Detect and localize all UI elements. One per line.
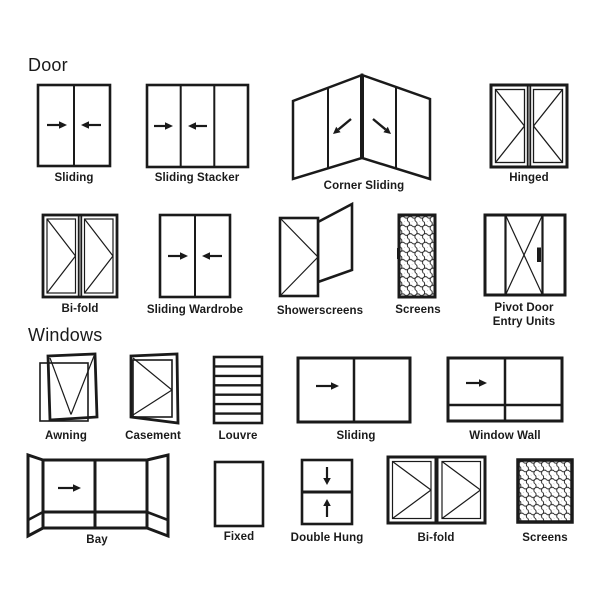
louvre-window-icon xyxy=(212,355,264,425)
arrow-down-left-icon xyxy=(333,126,341,134)
screen-door-icon xyxy=(397,213,437,299)
label-showerscreens: Showerscreens xyxy=(276,305,364,317)
awning-window-icon xyxy=(39,352,99,422)
arrow-right-icon xyxy=(331,382,339,390)
window-wall-icon xyxy=(446,356,564,423)
double-hung-window-icon xyxy=(300,458,354,526)
casement-window-icon xyxy=(129,352,180,425)
label-casement: Casement xyxy=(125,430,181,442)
windows-section-heading: Windows xyxy=(28,325,103,345)
pivot-door-icon xyxy=(483,213,567,297)
label-louvre: Louvre xyxy=(218,430,258,442)
arrow-right-icon xyxy=(73,484,81,492)
arrow-left-icon xyxy=(188,122,196,130)
label-screens-window: Screens xyxy=(522,532,568,544)
sliding-wardrobe-door-icon xyxy=(158,213,232,299)
arrow-up-icon xyxy=(323,499,331,506)
arrow-down-right-icon xyxy=(383,126,391,134)
door-handle xyxy=(397,248,401,259)
hinged-door-icon xyxy=(489,83,569,169)
arrow-right-icon xyxy=(165,122,173,130)
arrow-right-icon xyxy=(479,379,487,387)
label-corner-sliding: Corner Sliding xyxy=(323,180,405,192)
corner-sliding-door-icon xyxy=(291,73,432,181)
screen-window-icon xyxy=(516,458,574,524)
label-sliding-window: Sliding xyxy=(336,430,376,442)
label-window-wall: Window Wall xyxy=(469,430,541,442)
label-sliding-stacker: Sliding Stacker xyxy=(154,172,240,184)
door-section-heading: Door xyxy=(28,55,68,75)
arrow-down-icon xyxy=(323,478,331,485)
sliding-door-icon xyxy=(36,83,112,168)
label-bifold-door: Bi-fold xyxy=(61,303,99,315)
label-pivot-door-line2: Entry Units xyxy=(492,316,556,328)
arrow-right-icon xyxy=(180,252,188,260)
arrow-left-icon xyxy=(202,252,210,260)
label-hinged: Hinged xyxy=(509,172,549,184)
label-fixed: Fixed xyxy=(223,531,255,543)
label-bay: Bay xyxy=(86,534,108,546)
label-sliding-wardrobe: Sliding Wardrobe xyxy=(146,304,244,316)
mesh-panel xyxy=(397,213,437,299)
door-handle xyxy=(537,247,541,262)
label-pivot-door: Pivot Door Entry Units xyxy=(459,301,589,329)
label-bifold-window: Bi-fold xyxy=(417,532,455,544)
label-screens-door: Screens xyxy=(395,304,441,316)
arrow-right-icon xyxy=(59,121,67,129)
mesh-panel xyxy=(516,458,574,524)
label-sliding-door: Sliding xyxy=(54,172,94,184)
sliding-stacker-door-icon xyxy=(145,83,250,169)
label-pivot-door-line1: Pivot Door xyxy=(494,302,554,314)
bay-window-icon xyxy=(26,452,170,539)
open-panel xyxy=(316,201,354,284)
label-double-hung: Double Hung xyxy=(290,532,364,544)
showerscreen-door-icon xyxy=(278,201,354,298)
bifold-door-icon xyxy=(41,213,119,299)
arrow-left-icon xyxy=(81,121,89,129)
fixed-window-icon xyxy=(213,460,265,528)
bifold-window-icon xyxy=(386,455,487,525)
sliding-window-icon xyxy=(296,356,412,424)
label-awning: Awning xyxy=(45,430,87,442)
